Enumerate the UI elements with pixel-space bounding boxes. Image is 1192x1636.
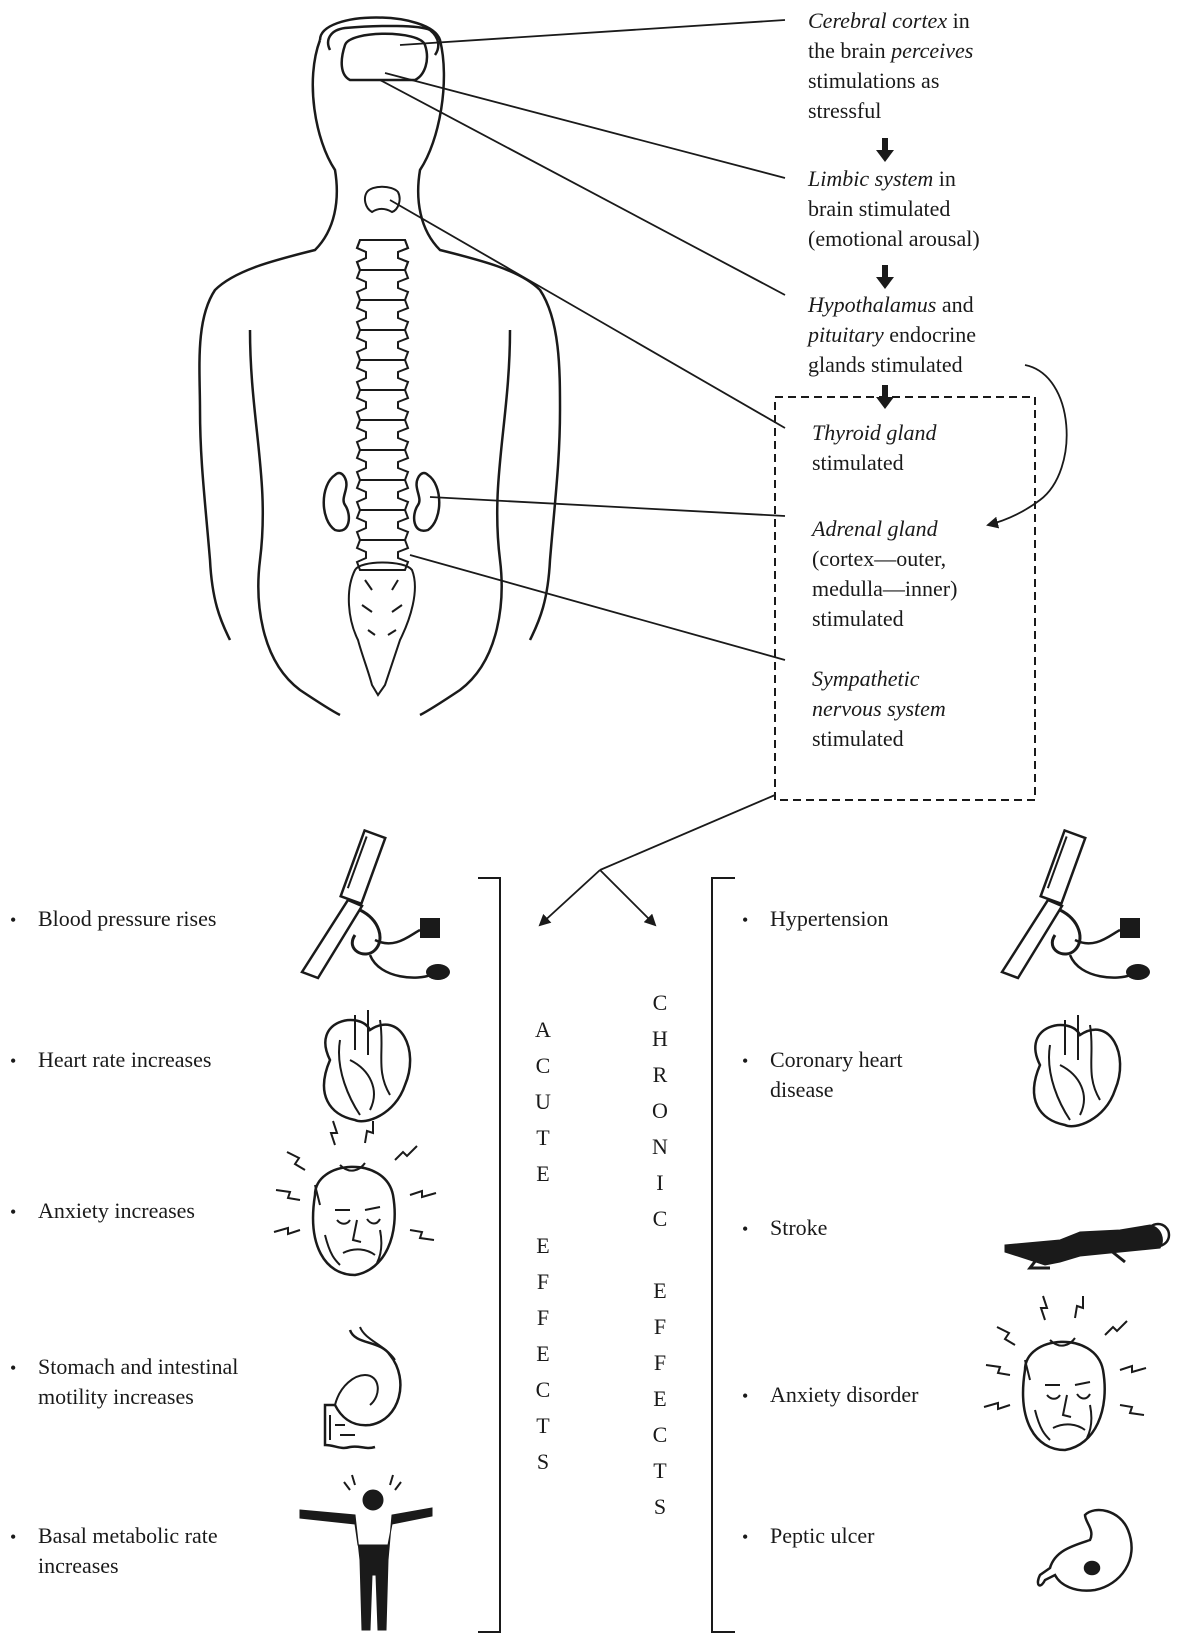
sympathetic-line3: stimulated (812, 724, 904, 754)
hypothalamus-line3: glands stimulated (808, 350, 963, 380)
spine-icon (349, 187, 415, 695)
person-arms-spread-icon (300, 1475, 432, 1630)
acute-item-stomach-line2: motility increases (38, 1382, 194, 1412)
chronic-item-coronary: Coronary heart (742, 1045, 903, 1076)
adrenal-label: Adrenal gland (812, 514, 938, 544)
thyroid-label: Thyroid gland (812, 418, 936, 448)
leader-lines (380, 20, 1067, 925)
anxious-head-icon (984, 1296, 1146, 1450)
heart-icon (324, 1010, 410, 1121)
chronic-item-stroke: Stroke (742, 1213, 827, 1244)
cortex-line3: stimulations as (808, 66, 939, 96)
adrenal-line2: (cortex—outer, (812, 544, 946, 574)
limbic-label: Limbic system in (808, 164, 956, 194)
acute-item-anxiety: Anxiety increases (10, 1196, 195, 1227)
ulcer-stomach-icon (1038, 1510, 1132, 1591)
limbic-line2: brain stimulated (808, 194, 950, 224)
sympathetic-line2: nervous system (812, 694, 946, 724)
acute-item-heart-rate: Heart rate increases (10, 1045, 211, 1076)
cortex-line2: the brain perceives (808, 36, 973, 66)
acute-item-stomach: Stomach and intestinal (10, 1352, 238, 1383)
blood-pressure-cuff-icon (302, 830, 450, 980)
sympathetic-label: Sympathetic (812, 664, 920, 694)
limbic-line3: (emotional arousal) (808, 224, 980, 254)
chronic-bracket (712, 878, 735, 1632)
kidney-icon (324, 473, 440, 531)
stomach-icon (325, 1327, 400, 1448)
blood-pressure-cuff-icon (1002, 830, 1150, 980)
chronic-item-peptic-ulcer: Peptic ulcer (742, 1521, 874, 1552)
adrenal-line4: stimulated (812, 604, 904, 634)
heart-icon (1034, 1015, 1120, 1126)
thyroid-line2: stimulated (812, 448, 904, 478)
lying-person-icon (1005, 1224, 1169, 1268)
cortex-line4: stressful (808, 96, 881, 126)
acute-item-blood-pressure: Blood pressure rises (10, 904, 216, 935)
acute-item-metabolic-line2: increases (38, 1551, 119, 1581)
hypothalamus-line2: pituitary endocrine (808, 320, 976, 350)
acute-bracket (478, 878, 500, 1632)
acute-item-metabolic: Basal metabolic rate (10, 1521, 218, 1552)
body-back-icon (199, 18, 560, 716)
anxious-head-icon (274, 1121, 436, 1275)
chronic-item-coronary-line2: disease (770, 1075, 834, 1105)
hypothalamus-label: Hypothalamus and (808, 290, 974, 320)
adrenal-line3: medulla—inner) (812, 574, 957, 604)
chronic-item-hypertension: Hypertension (742, 904, 889, 935)
cortex-label: Cerebral cortex in (808, 6, 970, 36)
chronic-item-anxiety-disorder: Anxiety disorder (742, 1380, 918, 1411)
